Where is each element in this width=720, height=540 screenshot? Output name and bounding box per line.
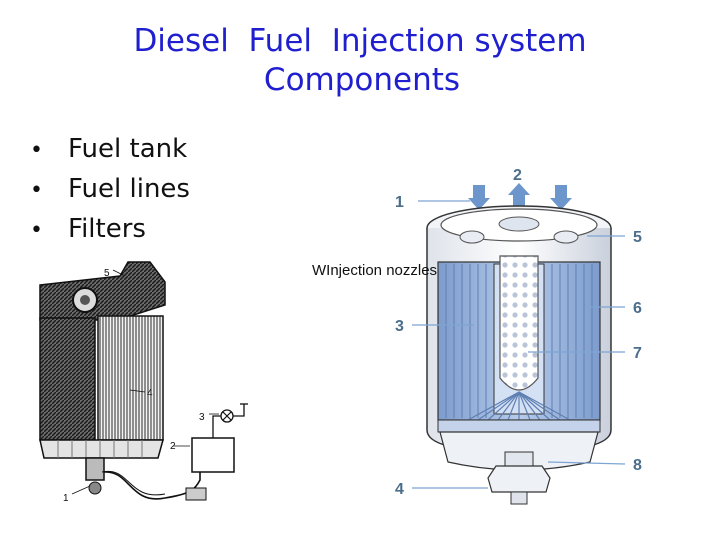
left-filter-housing: 5 4 3 2 1 (39, 261, 248, 504)
bullet-item-fuel-tank: • Fuel tank (30, 130, 190, 170)
fuel-filter-cutaway-diagram: 1 2 3 4 5 6 7 8 (395, 167, 642, 505)
callout-5: 5 (633, 229, 642, 246)
left-label-1: 1 (63, 493, 69, 504)
callout-4: 4 (395, 481, 404, 498)
bullet-list: • Fuel tank • Fuel lines • Filters (30, 130, 190, 250)
injection-nozzles-label: WInjection nozzles (312, 262, 438, 279)
slide-title: Diesel Fuel Injection system Components (0, 22, 720, 100)
title-line-2: Components (263, 62, 461, 98)
callout-2: 2 (513, 167, 522, 184)
callout-6: 6 (633, 300, 642, 317)
bullet-dot: • (30, 178, 43, 203)
inflow-arrow-icon (468, 185, 490, 210)
bullet-dot: • (30, 218, 43, 243)
title-line-1: Diesel Fuel Injection system (133, 23, 587, 59)
left-label-5: 5 (104, 268, 110, 279)
bullet-text: Fuel lines (68, 174, 190, 204)
callout-8: 8 (633, 457, 642, 474)
left-label-2: 2 (170, 441, 176, 452)
bullet-dot: • (30, 138, 43, 163)
callout-1: 1 (395, 194, 404, 211)
callout-7: 7 (633, 345, 642, 362)
left-label-4: 4 (147, 388, 153, 399)
outflow-arrow-icon (508, 183, 530, 208)
bullet-item-filters: • Filters (30, 210, 190, 250)
bullet-text: Filters (68, 214, 146, 244)
bullet-text: Fuel tank (68, 134, 188, 164)
callout-3: 3 (395, 318, 404, 335)
left-label-3: 3 (199, 412, 205, 423)
inflow-arrow-icon (550, 185, 572, 210)
bullet-item-fuel-lines: • Fuel lines (30, 170, 190, 210)
